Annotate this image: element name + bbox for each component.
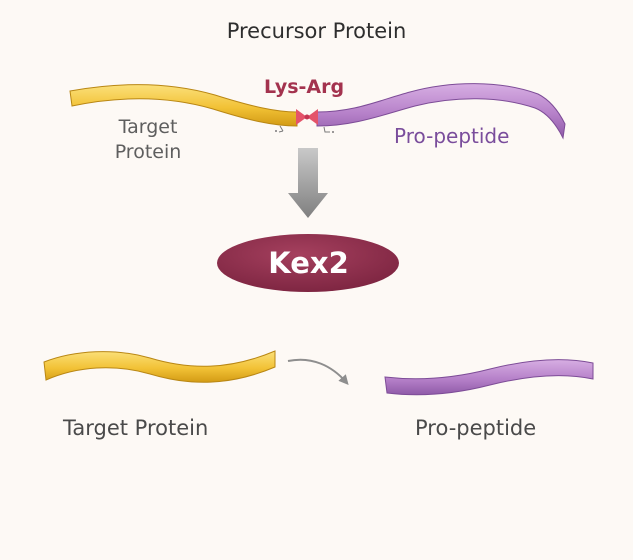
enzyme-ellipse [217, 234, 399, 292]
cleavage-site-label: Lys-Arg [264, 76, 345, 98]
precursor-target-label-line2: Protein [114, 141, 182, 163]
product-propeptide-label: Pro-peptide [415, 416, 537, 440]
down-arrow-icon [288, 148, 328, 218]
product-propeptide-ribbon [384, 359, 594, 396]
cleavage-site-icon [275, 109, 334, 133]
precursor-target-label: Target Protein [106, 115, 190, 165]
diagram-title: Precursor Protein [226, 19, 407, 43]
precursor-target-label-line1: Target [118, 116, 178, 138]
product-target-ribbon [43, 350, 276, 383]
product-target-label: Target Protein [63, 416, 209, 440]
precursor-propeptide-ribbon [316, 83, 566, 140]
curved-arrow-icon [287, 358, 349, 386]
enzyme-label: Kex2 [268, 246, 349, 280]
precursor-propeptide-label: Pro-peptide [394, 124, 510, 148]
